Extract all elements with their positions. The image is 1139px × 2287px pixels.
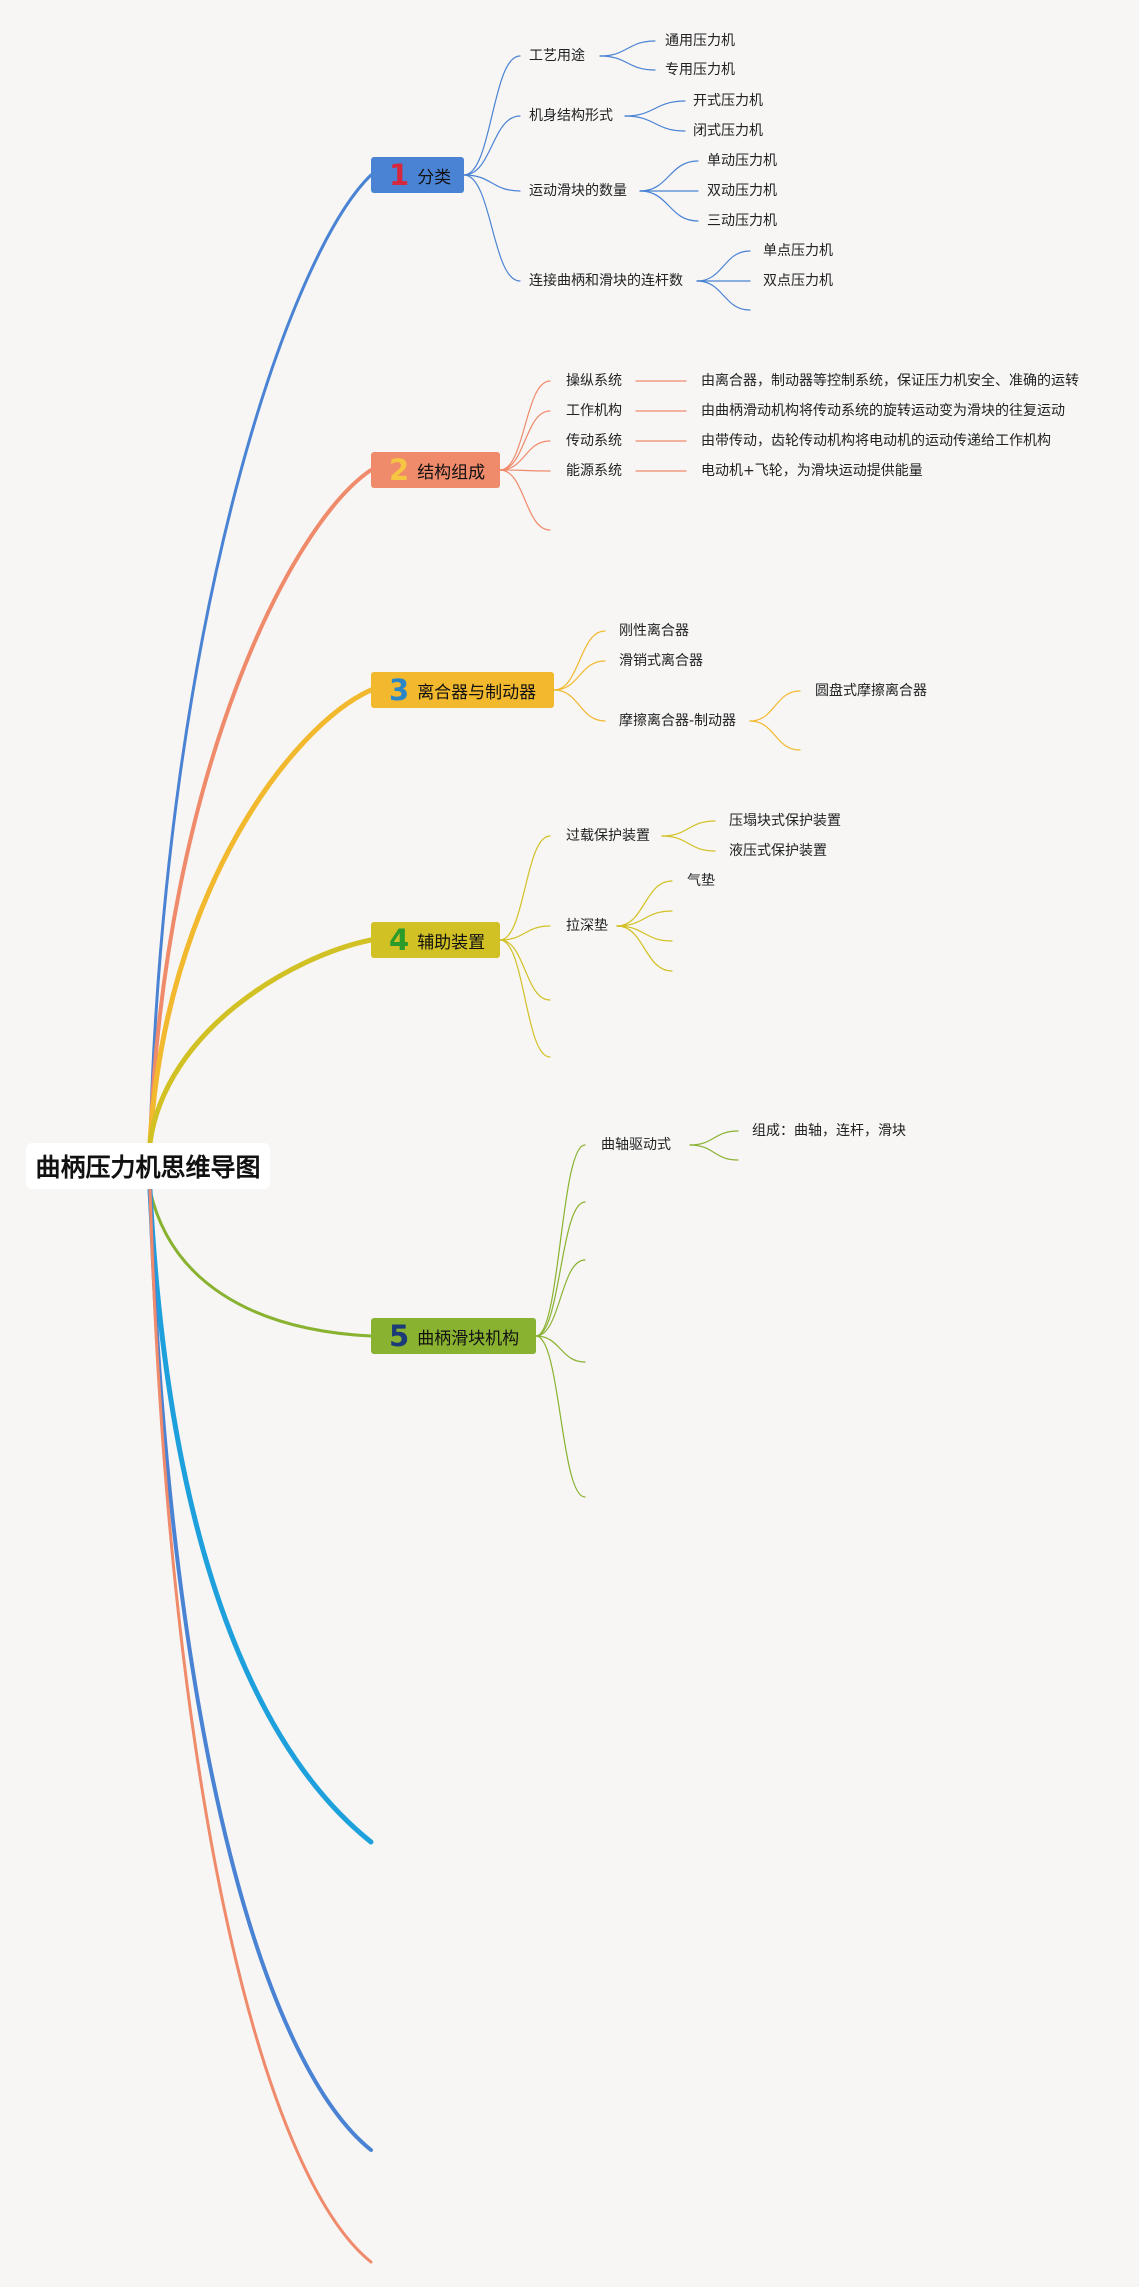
trunk-4	[147, 937, 374, 1146]
node-overload-protection[interactable]: 过载保护装置	[566, 828, 650, 844]
connector-14	[499, 380, 551, 471]
connector-43	[689, 1130, 739, 1146]
connector-31	[499, 939, 551, 1058]
connector-28	[499, 835, 551, 941]
connector-27	[749, 720, 801, 751]
connector-32	[661, 820, 716, 837]
node-double-point-press[interactable]: 双点压力机	[763, 273, 833, 289]
connector-7	[624, 115, 686, 132]
node-friction-clutch-brake[interactable]: 摩擦离合器-制动器	[619, 713, 737, 729]
node-process-use[interactable]: 工艺用途	[529, 48, 585, 64]
node-working-mechanism[interactable]: 工作机构	[566, 403, 622, 419]
connector-30	[499, 939, 551, 1001]
connector-23	[553, 630, 606, 691]
branch-structure[interactable]: 2 结构组成	[371, 452, 500, 488]
branch-label: 曲柄滑块机构	[417, 1328, 520, 1349]
connector-18	[499, 469, 551, 531]
branch-label: 分类	[417, 167, 452, 188]
connector-10	[639, 190, 699, 222]
connector-34	[616, 880, 673, 927]
connector-5	[599, 55, 656, 71]
connector-26	[749, 690, 801, 722]
connector-44	[689, 1144, 739, 1161]
branch-crank-slider[interactable]: 5 曲柄滑块机构	[371, 1318, 536, 1354]
node-energy-system-detail: 电动机+飞轮，为滑块运动提供能量	[701, 463, 923, 479]
branch-label: 辅助装置	[417, 932, 486, 953]
node-air-cushion[interactable]: 气垫	[687, 873, 715, 889]
node-single-action-press[interactable]: 单动压力机	[707, 153, 777, 169]
connector-40	[535, 1259, 586, 1337]
connector-37	[616, 925, 673, 972]
branch-number: 2	[389, 452, 410, 487]
connector-25	[553, 689, 606, 722]
node-connecting-rod-count[interactable]: 连接曲柄和滑块的连杆数	[529, 273, 683, 289]
connector-2	[463, 174, 521, 192]
node-control-system-detail: 由离合器，制动器等控制系统，保证压力机安全、准确的运转	[701, 373, 1079, 389]
branch-label: 离合器与制动器	[417, 682, 537, 703]
connector-29	[499, 925, 551, 941]
node-working-mechanism-detail: 由曲柄滑动机构将传动系统的旋转运动变为滑块的往复运动	[701, 403, 1065, 419]
connector-16	[499, 440, 551, 471]
trunk-1	[148, 173, 373, 1145]
node-energy-system[interactable]: 能源系统	[566, 463, 622, 479]
connector-13	[696, 280, 751, 311]
trunk-3	[147, 687, 374, 1146]
node-rigid-clutch[interactable]: 刚性离合器	[619, 623, 689, 639]
node-general-press[interactable]: 通用压力机	[665, 33, 735, 49]
node-sliding-pin-clutch[interactable]: 滑销式离合器	[619, 653, 703, 669]
connector-41	[535, 1335, 586, 1363]
node-disc-friction-clutch[interactable]: 圆盘式摩擦离合器	[815, 683, 927, 699]
trunk-6	[147, 1187, 374, 1845]
connector-36	[616, 925, 673, 942]
connector-17	[499, 469, 551, 472]
branch-clutch-brake[interactable]: 3 离合器与制动器	[371, 672, 554, 708]
node-open-press[interactable]: 开式压力机	[693, 93, 763, 109]
node-transmission-system[interactable]: 传动系统	[566, 433, 622, 449]
node-crankshaft-drive[interactable]: 曲轴驱动式	[601, 1137, 671, 1153]
connector-38	[535, 1144, 586, 1337]
connector-42	[535, 1335, 586, 1498]
connector-39	[535, 1201, 586, 1337]
connector-3	[463, 174, 521, 282]
node-single-point-press[interactable]: 单点压力机	[763, 243, 833, 259]
node-frame-structure[interactable]: 机身结构形式	[529, 108, 613, 124]
node-closed-press[interactable]: 闭式压力机	[693, 123, 763, 139]
branch-number: 5	[389, 1318, 410, 1353]
branch-label: 结构组成	[417, 462, 486, 483]
node-slide-count[interactable]: 运动滑块的数量	[529, 183, 627, 199]
node-drawing-cushion[interactable]: 拉深垫	[566, 918, 608, 934]
branch-number: 3	[389, 672, 410, 707]
node-crush-block-protection[interactable]: 压塌块式保护装置	[729, 813, 841, 829]
branch-auxiliary-devices[interactable]: 4 辅助装置	[371, 922, 500, 958]
connector-1	[463, 115, 521, 176]
trunk-2	[148, 468, 373, 1145]
branch-number: 4	[389, 922, 410, 957]
node-components[interactable]: 组成：曲轴，连杆，滑块	[752, 1123, 906, 1139]
root-topic[interactable]: 曲柄压力机思维导图	[26, 1143, 270, 1189]
connector-35	[616, 910, 673, 927]
connector-8	[639, 160, 699, 192]
connector-0	[463, 55, 521, 176]
node-hydraulic-protection[interactable]: 液压式保护装置	[729, 843, 827, 859]
root-topic-label: 曲柄压力机思维导图	[35, 1153, 261, 1182]
connector-24	[553, 660, 606, 691]
node-special-press[interactable]: 专用压力机	[665, 62, 735, 78]
node-control-system[interactable]: 操纵系统	[566, 373, 622, 389]
trunk-8	[148, 1188, 373, 2264]
trunk-7	[148, 1188, 373, 2152]
connector-11	[696, 250, 751, 282]
connector-4	[599, 40, 656, 57]
connector-6	[624, 100, 686, 117]
trunk-5	[148, 1188, 373, 1338]
node-double-action-press[interactable]: 双动压力机	[707, 183, 777, 199]
node-triple-action-press[interactable]: 三动压力机	[707, 213, 777, 229]
branch-number: 1	[389, 157, 410, 192]
connector-33	[661, 835, 716, 852]
branch-classification[interactable]: 1 分类	[371, 157, 464, 193]
node-transmission-system-detail: 由带传动，齿轮传动机构将电动机的运动传递给工作机构	[701, 433, 1051, 449]
connector-15	[499, 410, 551, 471]
